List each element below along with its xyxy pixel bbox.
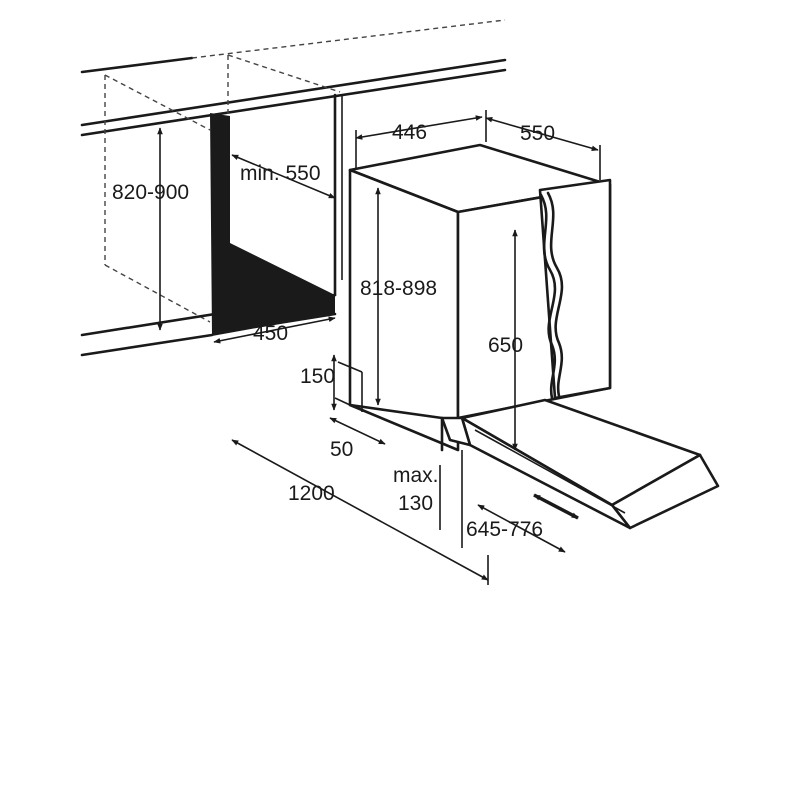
label-niche-width: 450	[253, 322, 288, 345]
cabinet-dashed-outline	[104, 54, 341, 323]
label-total-depth: 1200	[288, 482, 335, 505]
label-appliance-height: 818-898	[360, 277, 437, 300]
label-appliance-depth: 550	[520, 122, 555, 145]
label-door-overhang-max: max.	[393, 464, 439, 487]
label-appliance-width: 446	[392, 121, 427, 144]
dimension-lines	[157, 110, 601, 585]
label-door-overhang-value: 130	[398, 492, 433, 515]
label-niche-depth: min. 550	[240, 162, 321, 185]
door-panel-edge	[539, 191, 564, 400]
open-door	[460, 398, 720, 530]
niche-recess	[210, 93, 343, 336]
label-plinth-setback: 50	[330, 438, 353, 461]
label-door-swing: 645-776	[466, 518, 543, 541]
label-plinth-height: 150	[300, 365, 335, 388]
label-cabinet-height: 820-900	[112, 181, 189, 204]
worktop	[80, 19, 507, 137]
label-door-height: 650	[488, 334, 523, 357]
